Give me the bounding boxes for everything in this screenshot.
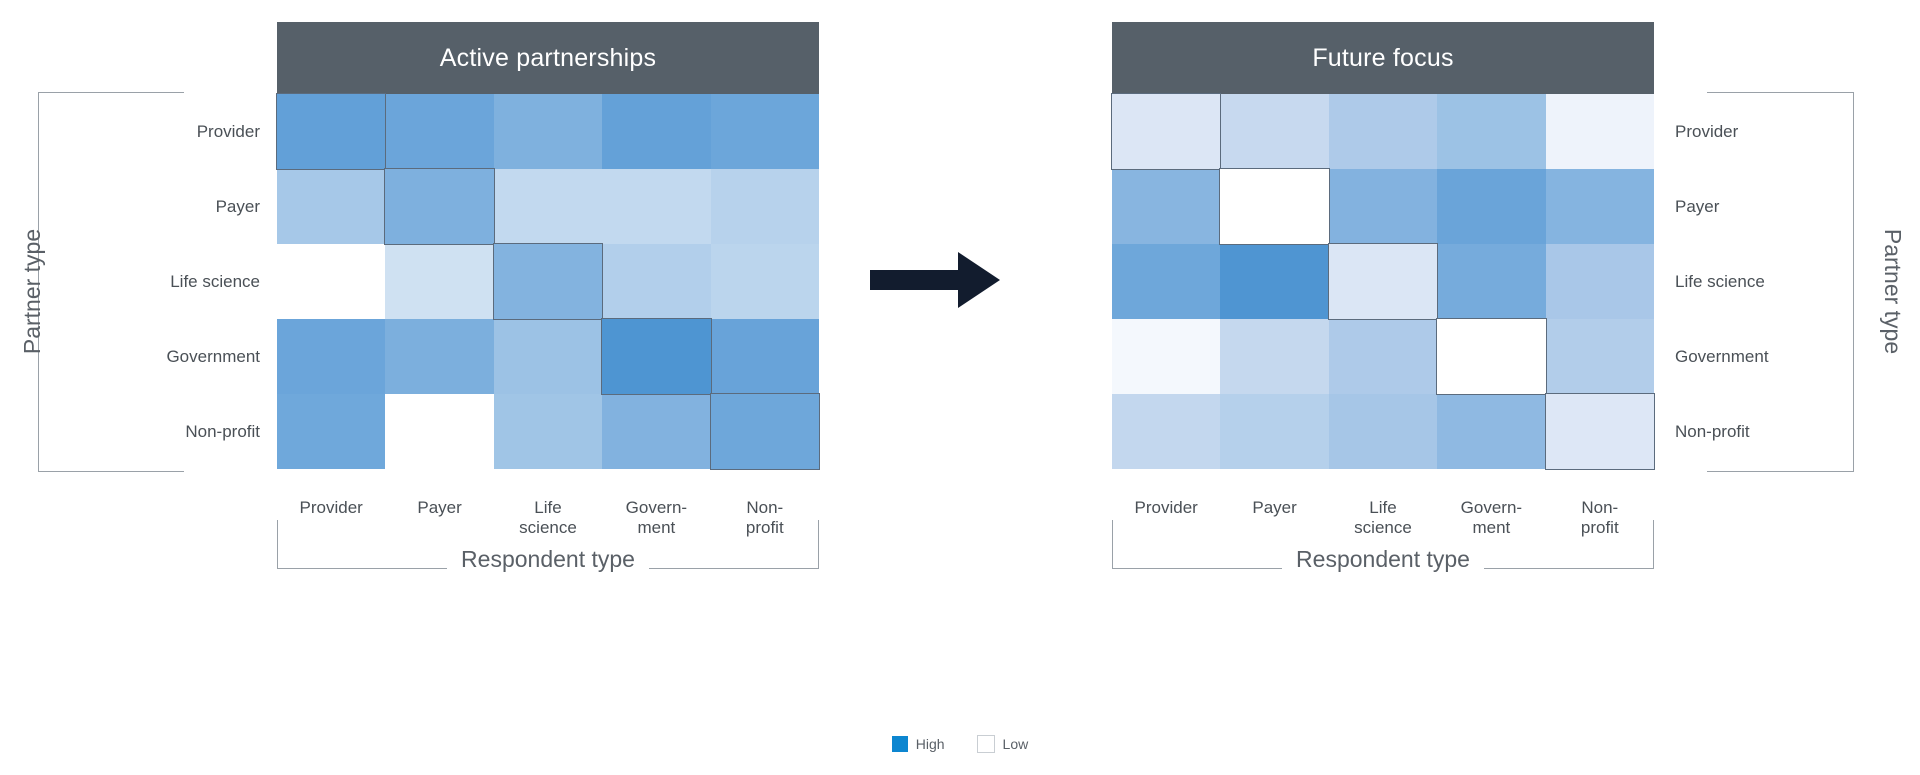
heatmap-cell[interactable] (710, 393, 820, 470)
legend-label-high: High (915, 736, 945, 752)
heatmap-cell[interactable] (602, 94, 711, 169)
heatmap-cell[interactable] (602, 244, 711, 319)
panel-title-left: Active partnerships (277, 22, 819, 94)
col-label-payer: Payer (417, 498, 462, 517)
heatmap-matrix-left[interactable] (276, 93, 820, 470)
heatmap-cell[interactable] (1220, 168, 1329, 245)
col-label-provider: Provider (1134, 498, 1198, 517)
heatmap-cell[interactable] (493, 94, 603, 169)
col-label-non-profit: Non-profit (1580, 498, 1619, 538)
panel-title-right: Future focus (1112, 22, 1654, 94)
heatmap-cell[interactable] (710, 169, 819, 244)
partner-type-bracket-left (38, 92, 184, 472)
heatmap-cell[interactable] (1545, 169, 1654, 244)
heatmap-cell[interactable] (1112, 169, 1221, 244)
heatmap-cell[interactable] (493, 243, 603, 320)
legend-item-low: Low (976, 735, 1029, 753)
heatmap-cell[interactable] (601, 318, 711, 395)
heatmap-cell[interactable] (277, 319, 386, 394)
legend-label-low: Low (1002, 736, 1029, 752)
row-label-payer: Payer (1675, 196, 1720, 216)
heatmap-cell[interactable] (493, 394, 603, 469)
heatmap-cell[interactable] (1112, 244, 1221, 319)
heatmap-cell[interactable] (710, 319, 819, 394)
row-label-provider: Provider (196, 121, 260, 141)
heatmap-cell[interactable] (385, 319, 494, 394)
right-arrow-icon (870, 250, 1000, 315)
legend-swatch-high-icon (891, 736, 908, 752)
row-label-government: Government (166, 346, 260, 366)
col-label-government: Govern-ment (1460, 498, 1523, 538)
col-label-provider: Provider (299, 498, 363, 517)
y-axis-title-left: Partner type (19, 228, 46, 355)
panel-future-focus: Partner type Provider Payer Life science… (1110, 0, 1920, 700)
heatmap-matrix-right[interactable] (1111, 93, 1655, 470)
legend: High Low (0, 735, 1920, 753)
heatmap-cell[interactable] (493, 169, 603, 244)
heatmap-left: Active partnerships (276, 22, 820, 470)
heatmap-cell[interactable] (1328, 243, 1438, 320)
row-label-non-profit: Non-profit (1675, 421, 1750, 441)
heatmap-cell[interactable] (1437, 169, 1546, 244)
heatmap-cell[interactable] (385, 168, 494, 245)
heatmap-cell[interactable] (1328, 319, 1438, 394)
legend-item-high: High (891, 736, 945, 752)
heatmap-cell[interactable] (1220, 394, 1329, 469)
heatmap-cell[interactable] (385, 394, 493, 469)
partner-type-bracket-right (1707, 92, 1854, 472)
panel-active-partnerships: Partner type Provider Payer Life science… (19, 0, 882, 700)
col-label-government: Govern-ment (625, 498, 688, 538)
heatmap-cell[interactable] (710, 94, 819, 169)
heatmap-cell[interactable] (1436, 318, 1546, 395)
x-axis-title-right: Respondent type (1112, 546, 1654, 573)
col-label-payer: Payer (1252, 498, 1297, 517)
row-label-payer: Payer (215, 196, 260, 216)
row-label-government: Government (1675, 346, 1769, 366)
heatmap-cell[interactable] (1328, 94, 1438, 169)
heatmap-cell[interactable] (1112, 394, 1221, 469)
heatmap-cell[interactable] (1545, 393, 1655, 470)
heatmap-cell[interactable] (1111, 93, 1221, 170)
heatmap-cell[interactable] (385, 244, 494, 319)
heatmap-cell[interactable] (1545, 244, 1654, 319)
x-axis-title-left: Respondent type (277, 546, 819, 573)
heatmap-cell[interactable] (1220, 319, 1329, 394)
heatmap-cell[interactable] (276, 93, 386, 170)
row-label-provider: Provider (1675, 121, 1739, 141)
col-label-non-profit: Non-profit (745, 498, 784, 538)
heatmap-cell[interactable] (1112, 319, 1221, 394)
legend-swatch-low-icon (976, 735, 995, 753)
heatmap-cell[interactable] (1545, 94, 1654, 169)
heatmap-cell[interactable] (710, 244, 819, 319)
row-label-life-science: Life science (1675, 271, 1765, 291)
row-label-non-profit: Non-profit (185, 421, 260, 441)
heatmap-right: Future focus (1111, 22, 1655, 470)
heatmap-cell[interactable] (1437, 394, 1546, 469)
row-label-life-science: Life science (170, 271, 260, 291)
heatmap-cell[interactable] (1437, 244, 1546, 319)
heatmap-cell[interactable] (385, 94, 494, 169)
row-labels-left: Provider Payer Life science Government N… (70, 94, 260, 469)
heatmap-cell[interactable] (1220, 94, 1329, 169)
heatmap-cell[interactable] (277, 394, 386, 469)
heatmap-cell[interactable] (493, 319, 603, 394)
y-axis-title-right: Partner type (1880, 228, 1907, 355)
heatmap-cell[interactable] (277, 169, 386, 244)
heatmap-cell[interactable] (1220, 244, 1329, 319)
heatmap-cell[interactable] (1545, 319, 1654, 394)
heatmap-cell[interactable] (1328, 394, 1438, 469)
heatmap-cell[interactable] (602, 394, 711, 469)
heatmap-cell[interactable] (1328, 169, 1438, 244)
row-labels-right: Provider Payer Life science Government N… (1675, 94, 1875, 469)
heatmap-cell[interactable] (1437, 94, 1546, 169)
heatmap-cell[interactable] (602, 169, 711, 244)
heatmap-cell[interactable] (277, 244, 386, 319)
